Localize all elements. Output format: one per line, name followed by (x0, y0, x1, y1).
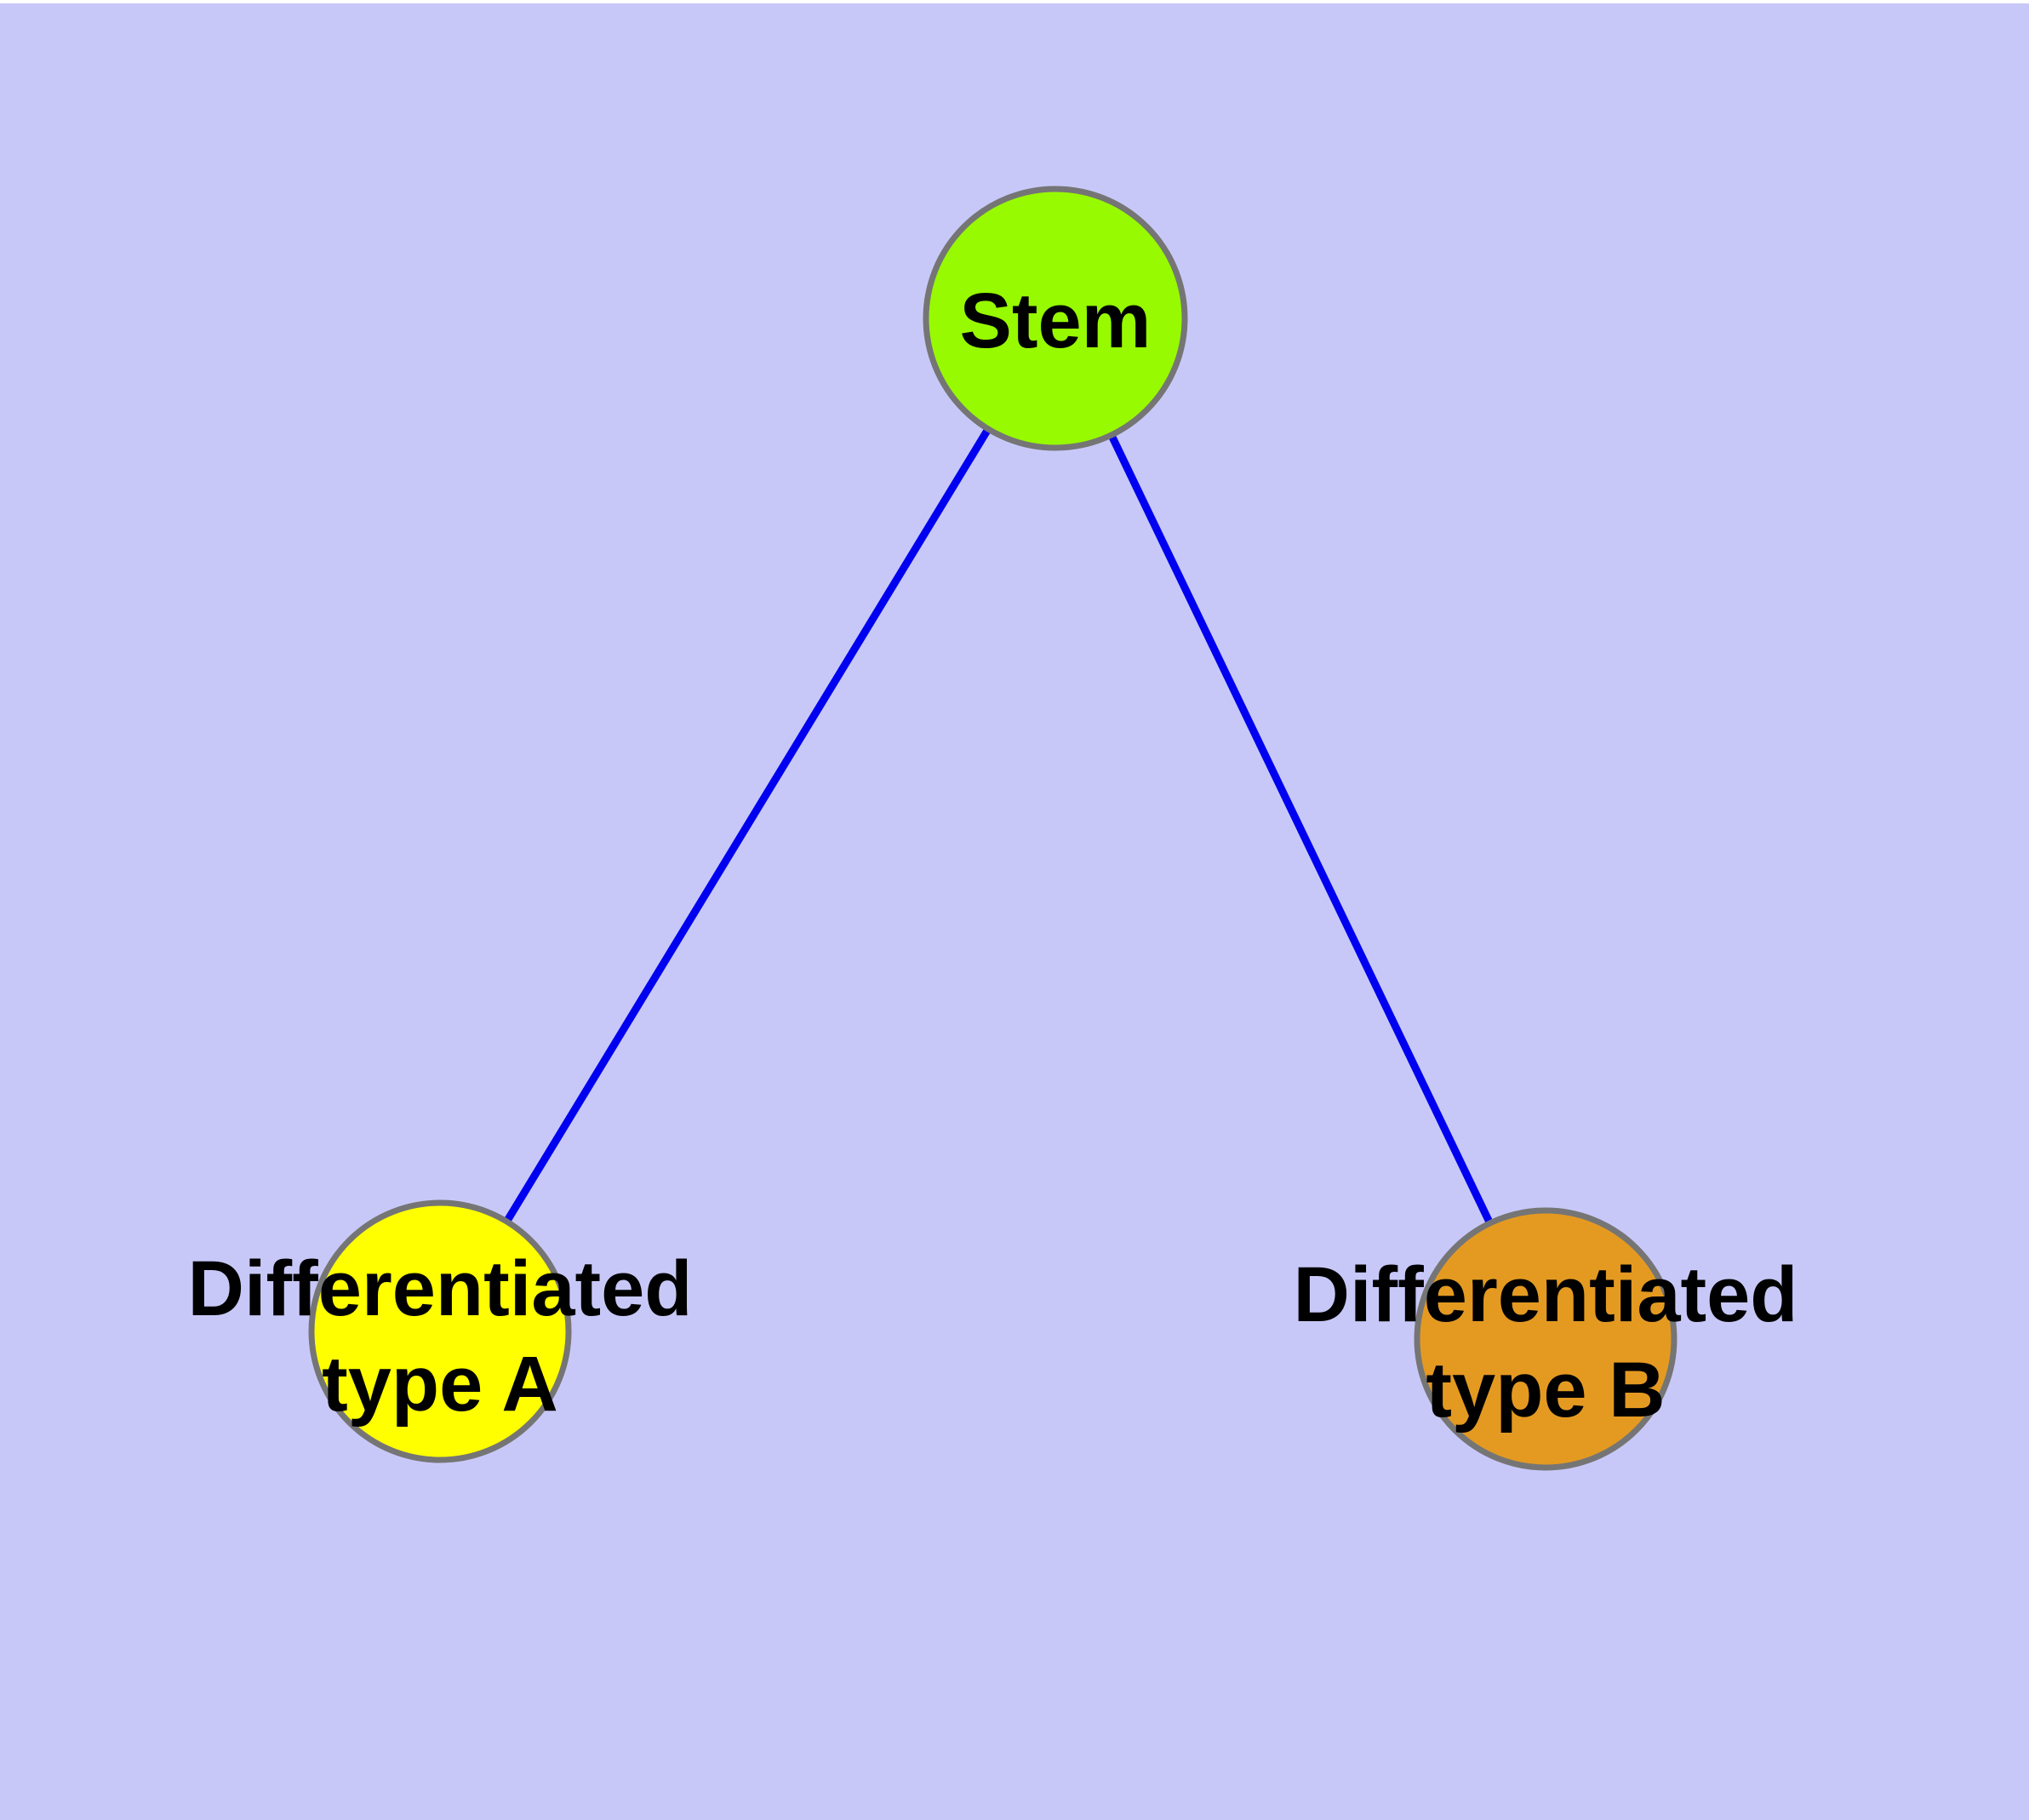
type-a-label-line1: Differentiated (188, 1245, 693, 1332)
edge-stem-to-type-b (1051, 317, 1550, 1341)
differentiated-type-b-node (1414, 1207, 1677, 1471)
stem-node (923, 186, 1188, 451)
type-b-label-line1: Differentiated (1294, 1251, 1798, 1338)
type-b-label-line2: type B (1426, 1347, 1665, 1434)
edge-stem-to-type-a (437, 316, 1059, 1334)
stem-node-label: Stem (960, 278, 1152, 364)
type-a-label-line2: type A (322, 1341, 558, 1428)
differentiated-type-a-node (308, 1199, 572, 1463)
